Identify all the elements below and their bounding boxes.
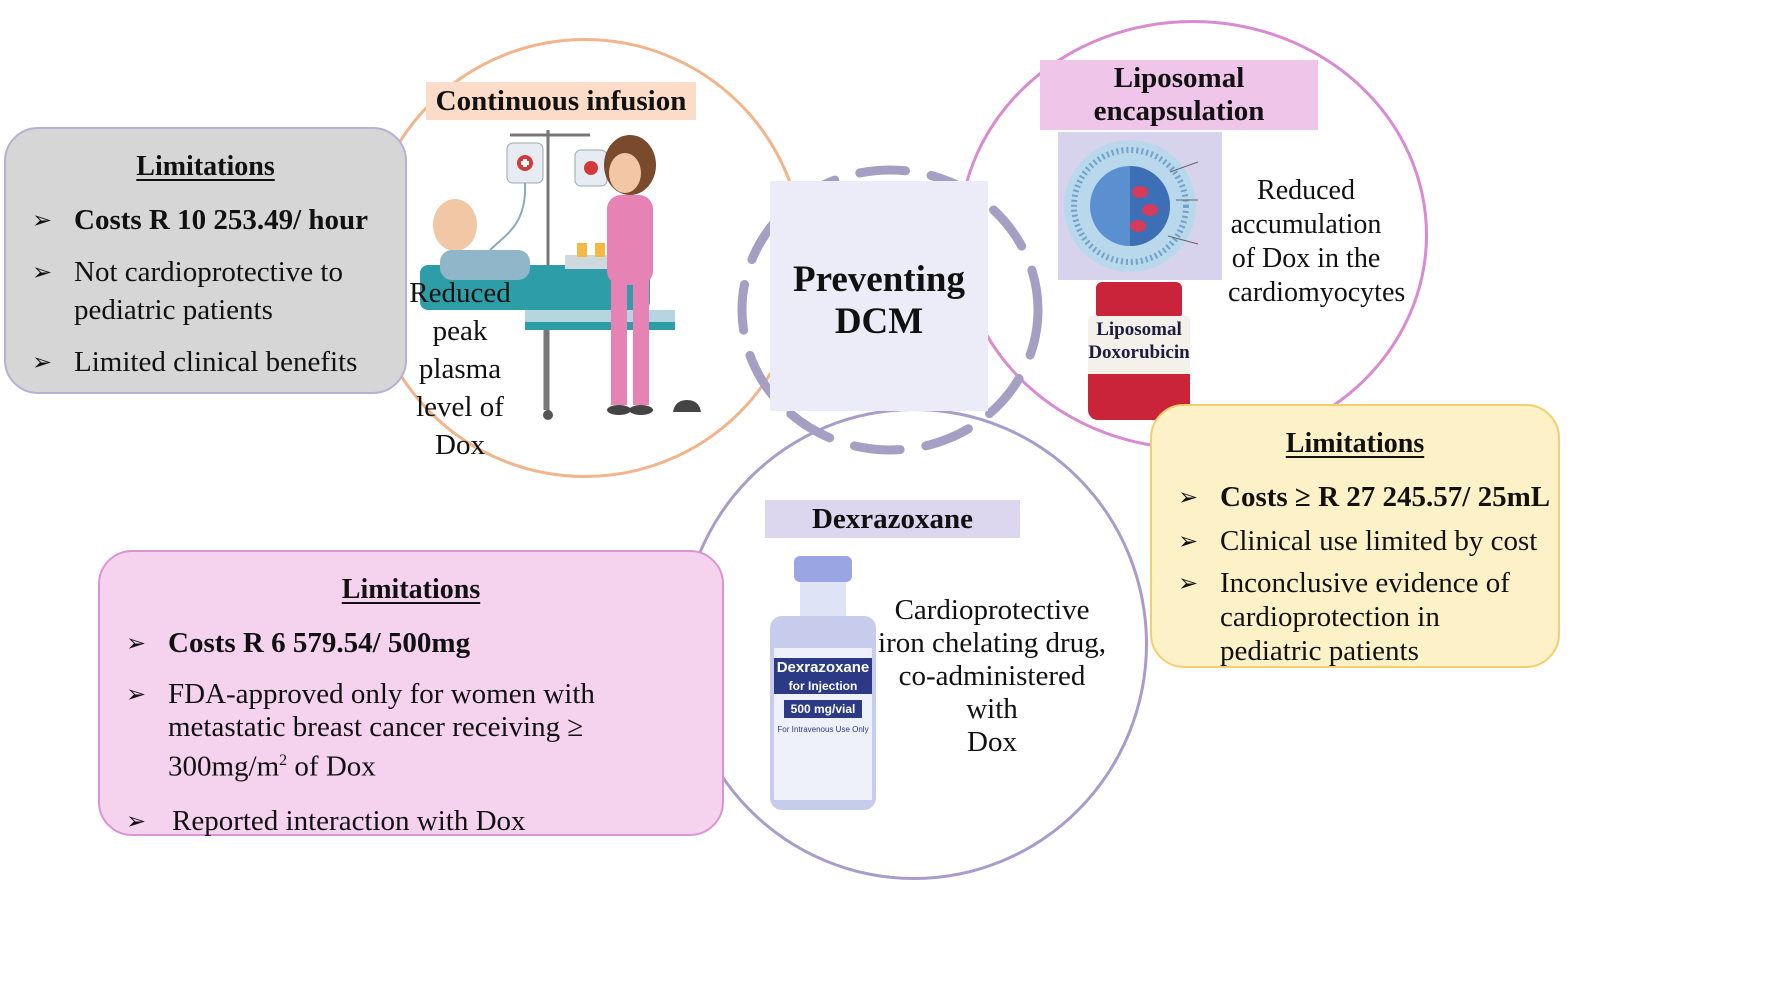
- arrow-bullet-icon: ➢: [32, 348, 53, 376]
- dexrazoxane-desc: Cardioprotective iron chelating drug, co…: [878, 594, 1106, 758]
- dexrazoxane-label: Dexrazoxane: [765, 500, 1020, 538]
- arrow-bullet-icon: ➢: [32, 258, 53, 286]
- vial-body: Liposomal Doxorubicin: [1088, 316, 1190, 420]
- limitations-title: Limitations: [341, 574, 481, 605]
- liposomal-label: Liposomal encapsulation: [1040, 60, 1318, 130]
- limitation-item: ➢ Clinical use limited by cost: [1152, 522, 1558, 560]
- vial-cap: [794, 556, 852, 582]
- continuous-infusion-label: Continuous infusion: [426, 82, 696, 120]
- liposomal-desc: Reduced accumulation of Dox in the cardi…: [1228, 175, 1406, 308]
- vial-label: Dexrazoxane for Injection 500 mg/vial Fo…: [774, 648, 872, 800]
- arrow-bullet-icon: ➢: [1178, 483, 1199, 511]
- limitation-item: ➢ Costs R 6 579.54/ 500mg: [100, 624, 722, 662]
- limitation-item: ➢ Costs ≥ R 27 245.57/ 25mL: [1152, 478, 1558, 516]
- arrow-bullet-icon: ➢: [126, 680, 147, 708]
- limitations-title: Limitations: [1285, 428, 1425, 459]
- vial-cap: [1096, 282, 1182, 316]
- continuous-infusion-desc: Reduced peak plasma level of Dox: [409, 277, 511, 461]
- liposomal-doxorubicin-vial: Liposomal Doxorubicin: [1086, 282, 1192, 422]
- arrow-bullet-icon: ➢: [126, 629, 147, 657]
- dexrazoxane-vial: Dexrazoxane for Injection 500 mg/vial Fo…: [770, 556, 876, 812]
- limitation-item: ➢ Reported interaction with Dox: [100, 802, 722, 840]
- limitation-item: ➢ Limited clinical benefits: [6, 343, 405, 381]
- vial-neck: [800, 582, 846, 622]
- dexrazoxane-circle: [680, 408, 1148, 880]
- liposomal-limitations: Limitations ➢ Costs ≥ R 27 245.57/ 25mL …: [1150, 404, 1560, 668]
- liposome-illustration: [1058, 132, 1222, 280]
- limitation-item: ➢ Not cardioprotective to pediatric pati…: [6, 253, 405, 329]
- dexrazoxane-limitations: Limitations ➢ Costs R 6 579.54/ 500mg ➢ …: [98, 550, 724, 837]
- vial-body: Dexrazoxane for Injection 500 mg/vial Fo…: [770, 616, 876, 810]
- arrow-bullet-icon: ➢: [1178, 527, 1199, 555]
- limitation-item: ➢ Inconclusive evidence of cardioprotect…: [1178, 567, 1510, 667]
- arrow-bullet-icon: ➢: [1178, 569, 1199, 597]
- limitation-item: ➢ Costs R 10 253.49/ hour: [6, 201, 405, 239]
- continuous-infusion-limitations: Limitations ➢ Costs R 10 253.49/ hour ➢ …: [4, 127, 407, 394]
- arrow-bullet-icon: ➢: [32, 206, 53, 234]
- limitation-item: ➢ FDA-approved only for women with metas…: [126, 678, 595, 783]
- center-box: Preventing DCM: [770, 181, 988, 411]
- center-title: Preventing DCM: [793, 259, 965, 342]
- limitations-title: Limitations: [136, 151, 275, 182]
- vial-label-text: Liposomal Doxorubicin: [1088, 319, 1190, 363]
- dashed-ring: [737, 165, 1043, 455]
- infusion-illustration: [420, 130, 701, 420]
- arrow-bullet-icon: ➢: [126, 806, 147, 835]
